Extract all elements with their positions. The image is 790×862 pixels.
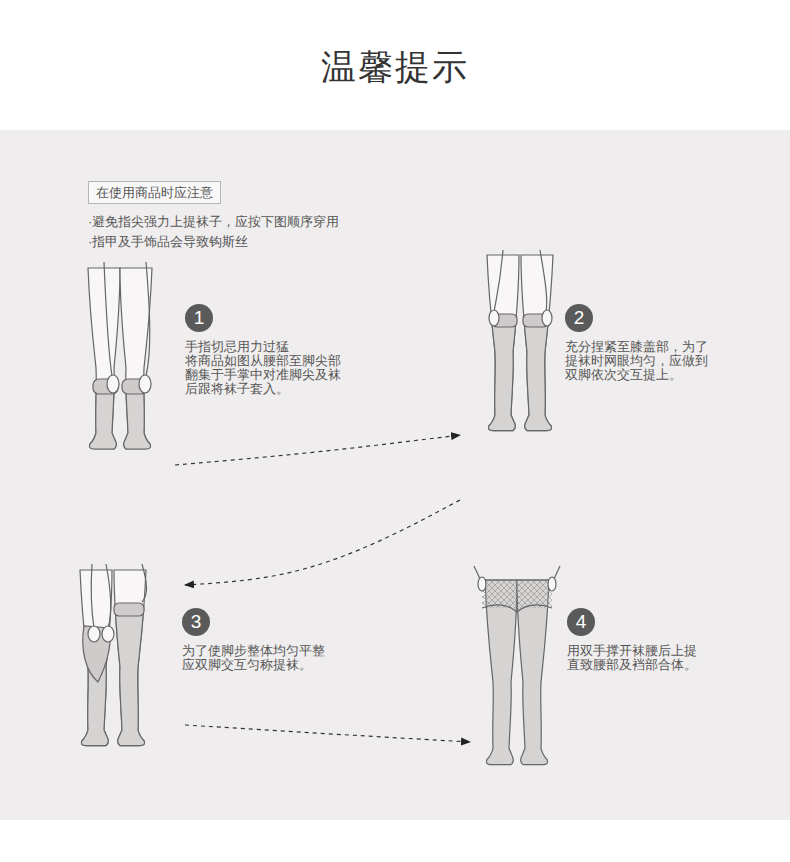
step-panel: 4用双手撑开袜腰后上提 直致腰部及裆部合体。 — [470, 565, 760, 770]
step-text: 充分捏紧至膝盖部，为了 提袜时网眼均匀，应做到 双脚依次交互提上。 — [565, 340, 775, 382]
step-text: 手指切忌用力过猛 将商品如图从腰部至脚尖部 翻集于手掌中对准脚尖及袜 后跟将袜子… — [185, 340, 395, 396]
note-line: ·指甲及手饰品会导致钩斯丝 — [88, 234, 248, 250]
step-number-circle: 4 — [567, 608, 595, 636]
step-number-circle: 3 — [182, 608, 210, 636]
step-number: 1 — [194, 307, 205, 329]
step-panel: 1 手指切忌用力过猛 将商品如图从腰部至脚尖部 翻集于手掌中对准脚尖及袜 后跟将袜… — [75, 270, 395, 465]
step-number-circle: 2 — [565, 304, 593, 332]
flow-arrow — [185, 500, 460, 585]
note-line: ·避免指尖强力上提袜子，应按下图顺序穿用 — [88, 214, 339, 230]
legs-figure — [474, 566, 560, 765]
legs-figure — [88, 262, 152, 449]
page-title: 温馨提示 — [0, 44, 790, 91]
content-panel — [0, 130, 790, 820]
note-box: 在使用商品时应注意 — [88, 181, 221, 204]
step-text: 为了使脚步整体均匀平整 应双脚交互匀称提袜。 — [182, 644, 392, 672]
step-panel: 2充分捏紧至膝盖部，为了 提袜时网眼均匀，应做到 双脚依次交互提上。 — [460, 250, 760, 500]
step-number: 4 — [576, 611, 587, 633]
note-heading: 在使用商品时应注意 — [96, 184, 213, 201]
step-text: 用双手撑开袜腰后上提 直致腰部及裆部合体。 — [567, 644, 777, 672]
step-number: 2 — [574, 307, 585, 329]
legs-figure — [487, 250, 553, 431]
step-panel: 3 为了使脚步整体均匀平整 应双脚交互匀称提袜。 — [70, 585, 400, 725]
flow-arrow — [185, 725, 470, 742]
flow-arrow — [175, 435, 460, 465]
step-number: 3 — [191, 611, 202, 633]
step-number-circle: 1 — [185, 304, 213, 332]
legs-figure — [80, 564, 147, 746]
